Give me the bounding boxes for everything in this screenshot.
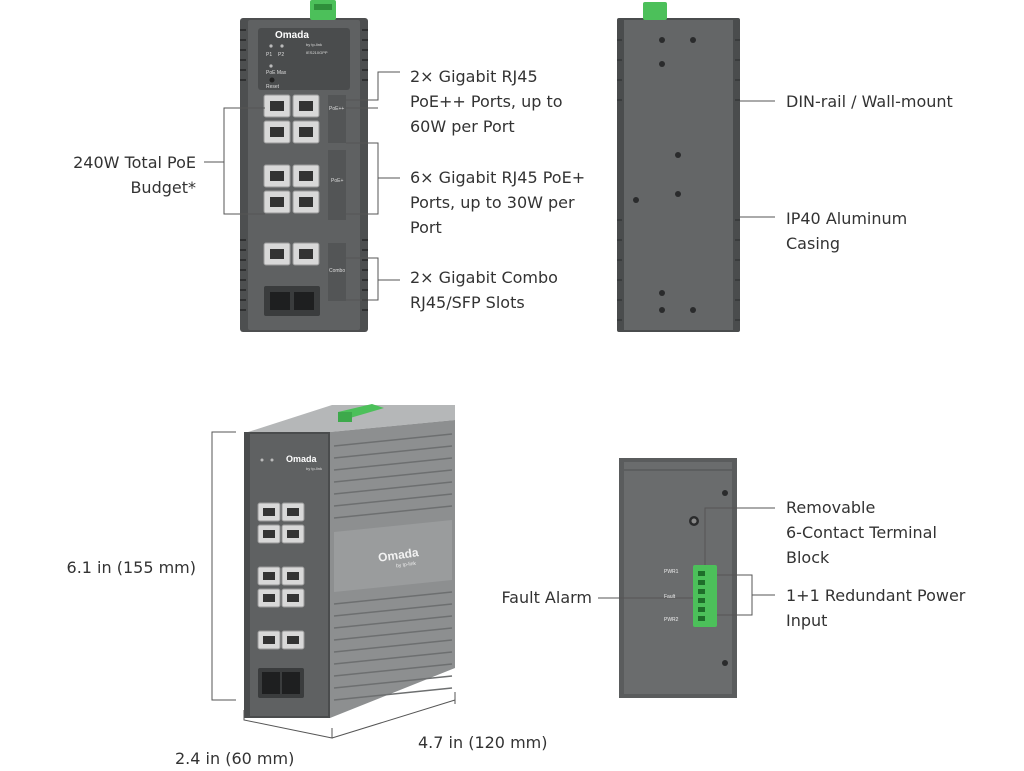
iso-brand-sub: by tp-link (306, 466, 323, 471)
pwr1-label: PWR1 (664, 569, 679, 575)
reset-label: Reset (266, 84, 280, 90)
fault-label: Fault (664, 594, 676, 600)
callout-poe-plus: 6× Gigabit RJ45 PoE+ Ports, up to 30W pe… (410, 168, 586, 237)
callout-height: 6.1 in (155 mm) (66, 558, 196, 577)
isometric-view-switch (244, 404, 455, 718)
callout-total-poe: 240W Total PoE Budget* (73, 153, 196, 197)
callout-terminal-block: Removable 6-Contact Terminal Block (786, 498, 937, 567)
group-poe-plus-label: PoE+ (331, 178, 344, 184)
callout-din-rail: DIN-rail / Wall-mount (786, 92, 953, 111)
callout-lines (204, 71, 775, 739)
callout-depth: 4.7 in (120 mm) (418, 733, 548, 752)
group-poe-plus-plus-label: PoE++ (329, 106, 345, 112)
front-brand: Omada (275, 30, 309, 41)
back-view-switch (617, 2, 740, 332)
led-poe-max-label: PoE Max (266, 70, 287, 76)
callout-ip40: IP40 Aluminum Casing (786, 209, 908, 253)
top-view-switch (619, 458, 737, 698)
pwr2-label: PWR2 (664, 617, 679, 623)
front-brand-sub: by tp-link (306, 42, 323, 47)
callout-poe-plus-plus: 2× Gigabit RJ45 PoE++ Ports, up to 60W p… (410, 67, 563, 136)
callout-redundant-power: 1+1 Redundant Power Input (786, 586, 966, 630)
iso-brand: Omada (286, 454, 317, 464)
front-view-switch (240, 0, 368, 332)
group-combo-label: Combo (329, 268, 346, 274)
front-model: IES210GPP (306, 50, 328, 55)
led-p1-label: P1 (266, 52, 273, 58)
callout-combo: 2× Gigabit Combo RJ45/SFP Slots (410, 268, 558, 312)
callout-fault-alarm: Fault Alarm (501, 588, 592, 607)
led-p2-label: P2 (278, 52, 285, 58)
callout-width: 2.4 in (60 mm) (175, 749, 295, 768)
